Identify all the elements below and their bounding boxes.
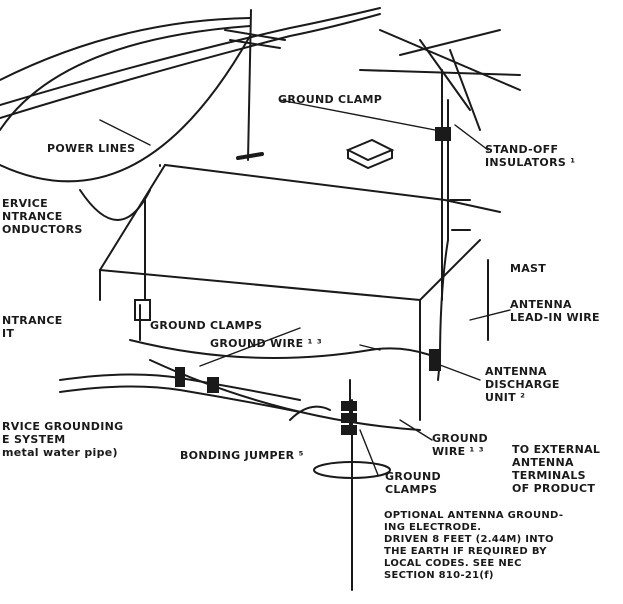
label-antenna-lead-in-wire: ANTENNA LEAD-IN WIRE (510, 298, 600, 324)
label-mast: MAST (510, 262, 547, 275)
antenna (359, 29, 521, 131)
label-service-entrance-conductors: ERVICE NTRANCE ONDUCTORS (2, 197, 83, 236)
clamps (175, 349, 441, 435)
house-roof (99, 163, 501, 301)
mast (435, 69, 471, 301)
leader-lines (99, 99, 511, 476)
label-ground-wire-right: GROUND WIRE ¹ ³ (432, 432, 488, 458)
label-optional-grounding-electrode: OPTIONAL ANTENNA GROUND- ING ELECTRODE. … (384, 510, 564, 581)
label-ground-clamp: GROUND CLAMP (278, 93, 383, 106)
label-ground-clamps: GROUND CLAMPS (150, 319, 263, 332)
label-bonding-jumper: BONDING JUMPER ⁵ (180, 449, 304, 462)
chimney (345, 138, 395, 170)
service-entrance (134, 199, 151, 321)
label-ground-wire: GROUND WIRE ¹ ³ (210, 337, 322, 350)
utility-pole (224, 9, 286, 161)
power-lines (0, 7, 381, 183)
label-ground-clamps-bottom: GROUND CLAMPS (385, 470, 441, 496)
label-service-grounding: RVICE GROUNDING E SYSTEM metal water pip… (2, 420, 124, 459)
label-power-lines: POWER LINES (47, 142, 136, 155)
ground-electrode (313, 399, 391, 591)
label-to-external-antenna: TO EXTERNAL ANTENNA TERMINALS OF PRODUCT (512, 443, 601, 495)
house-wall (99, 269, 421, 421)
label-entrance: NTRANCE IT (2, 314, 63, 340)
label-antenna-discharge-unit: ANTENNA DISCHARGE UNIT ² (485, 365, 560, 404)
label-stand-off-insulators: STAND-OFF INSULATORS ¹ (485, 143, 576, 169)
lead-in-wire (437, 239, 489, 381)
